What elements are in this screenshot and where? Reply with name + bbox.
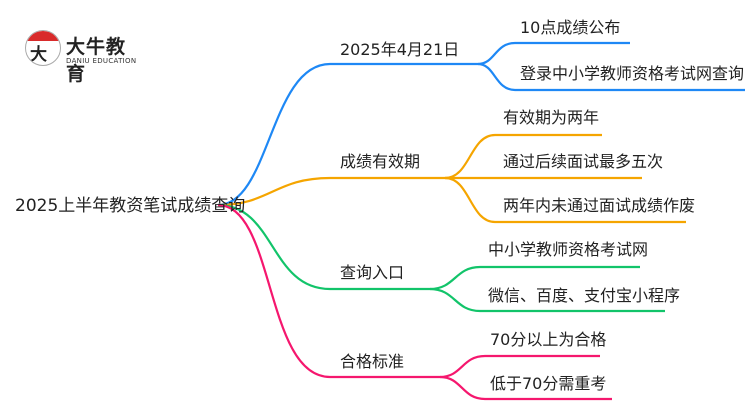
child-line-3-1 [429, 265, 640, 291]
child-line-1-2 [477, 62, 745, 92]
branch-standard[interactable]: 合格标准 [340, 352, 405, 371]
node-retake[interactable]: 低于70分需重考 [490, 374, 607, 393]
branch-entry[interactable]: 查询入口 [340, 263, 405, 282]
child-line-2-3 [444, 176, 686, 224]
node-five-interviews[interactable]: 通过后续面试最多五次 [503, 152, 664, 171]
branch-line-2 [217, 176, 445, 207]
logo: 大牛 大牛教育 DANIU EDUCATION [22, 30, 142, 85]
node-query-site[interactable]: 登录中小学教师资格考试网查询 [520, 64, 745, 83]
logo-english: DANIU EDUCATION [66, 57, 137, 65]
branch-line-4 [217, 203, 440, 379]
node-expire[interactable]: 两年内未通过面试成绩作废 [503, 196, 696, 215]
child-line-1-1 [477, 41, 630, 66]
root-topic[interactable]: 2025上半年教资笔试成绩查询 [15, 196, 246, 216]
node-official-site[interactable]: 中小学教师资格考试网 [488, 240, 649, 259]
child-line-4-2 [439, 375, 612, 401]
logo-name: 大牛教育 [66, 36, 127, 85]
branch-date[interactable]: 2025年4月21日 [340, 40, 460, 59]
branch-validity[interactable]: 成绩有效期 [340, 152, 421, 171]
node-pass[interactable]: 70分以上为合格 [490, 330, 607, 349]
child-line-3-2 [429, 287, 665, 313]
node-score-release[interactable]: 10点成绩公布 [520, 18, 621, 37]
branch-line-3 [217, 203, 430, 291]
logo-icon: 大牛 [25, 30, 61, 66]
node-mini-programs[interactable]: 微信、百度、支付宝小程序 [488, 286, 681, 305]
node-two-years[interactable]: 有效期为两年 [503, 108, 600, 127]
child-line-4-1 [439, 354, 600, 379]
branch-line-1 [217, 62, 478, 207]
child-line-2-1 [444, 133, 602, 180]
